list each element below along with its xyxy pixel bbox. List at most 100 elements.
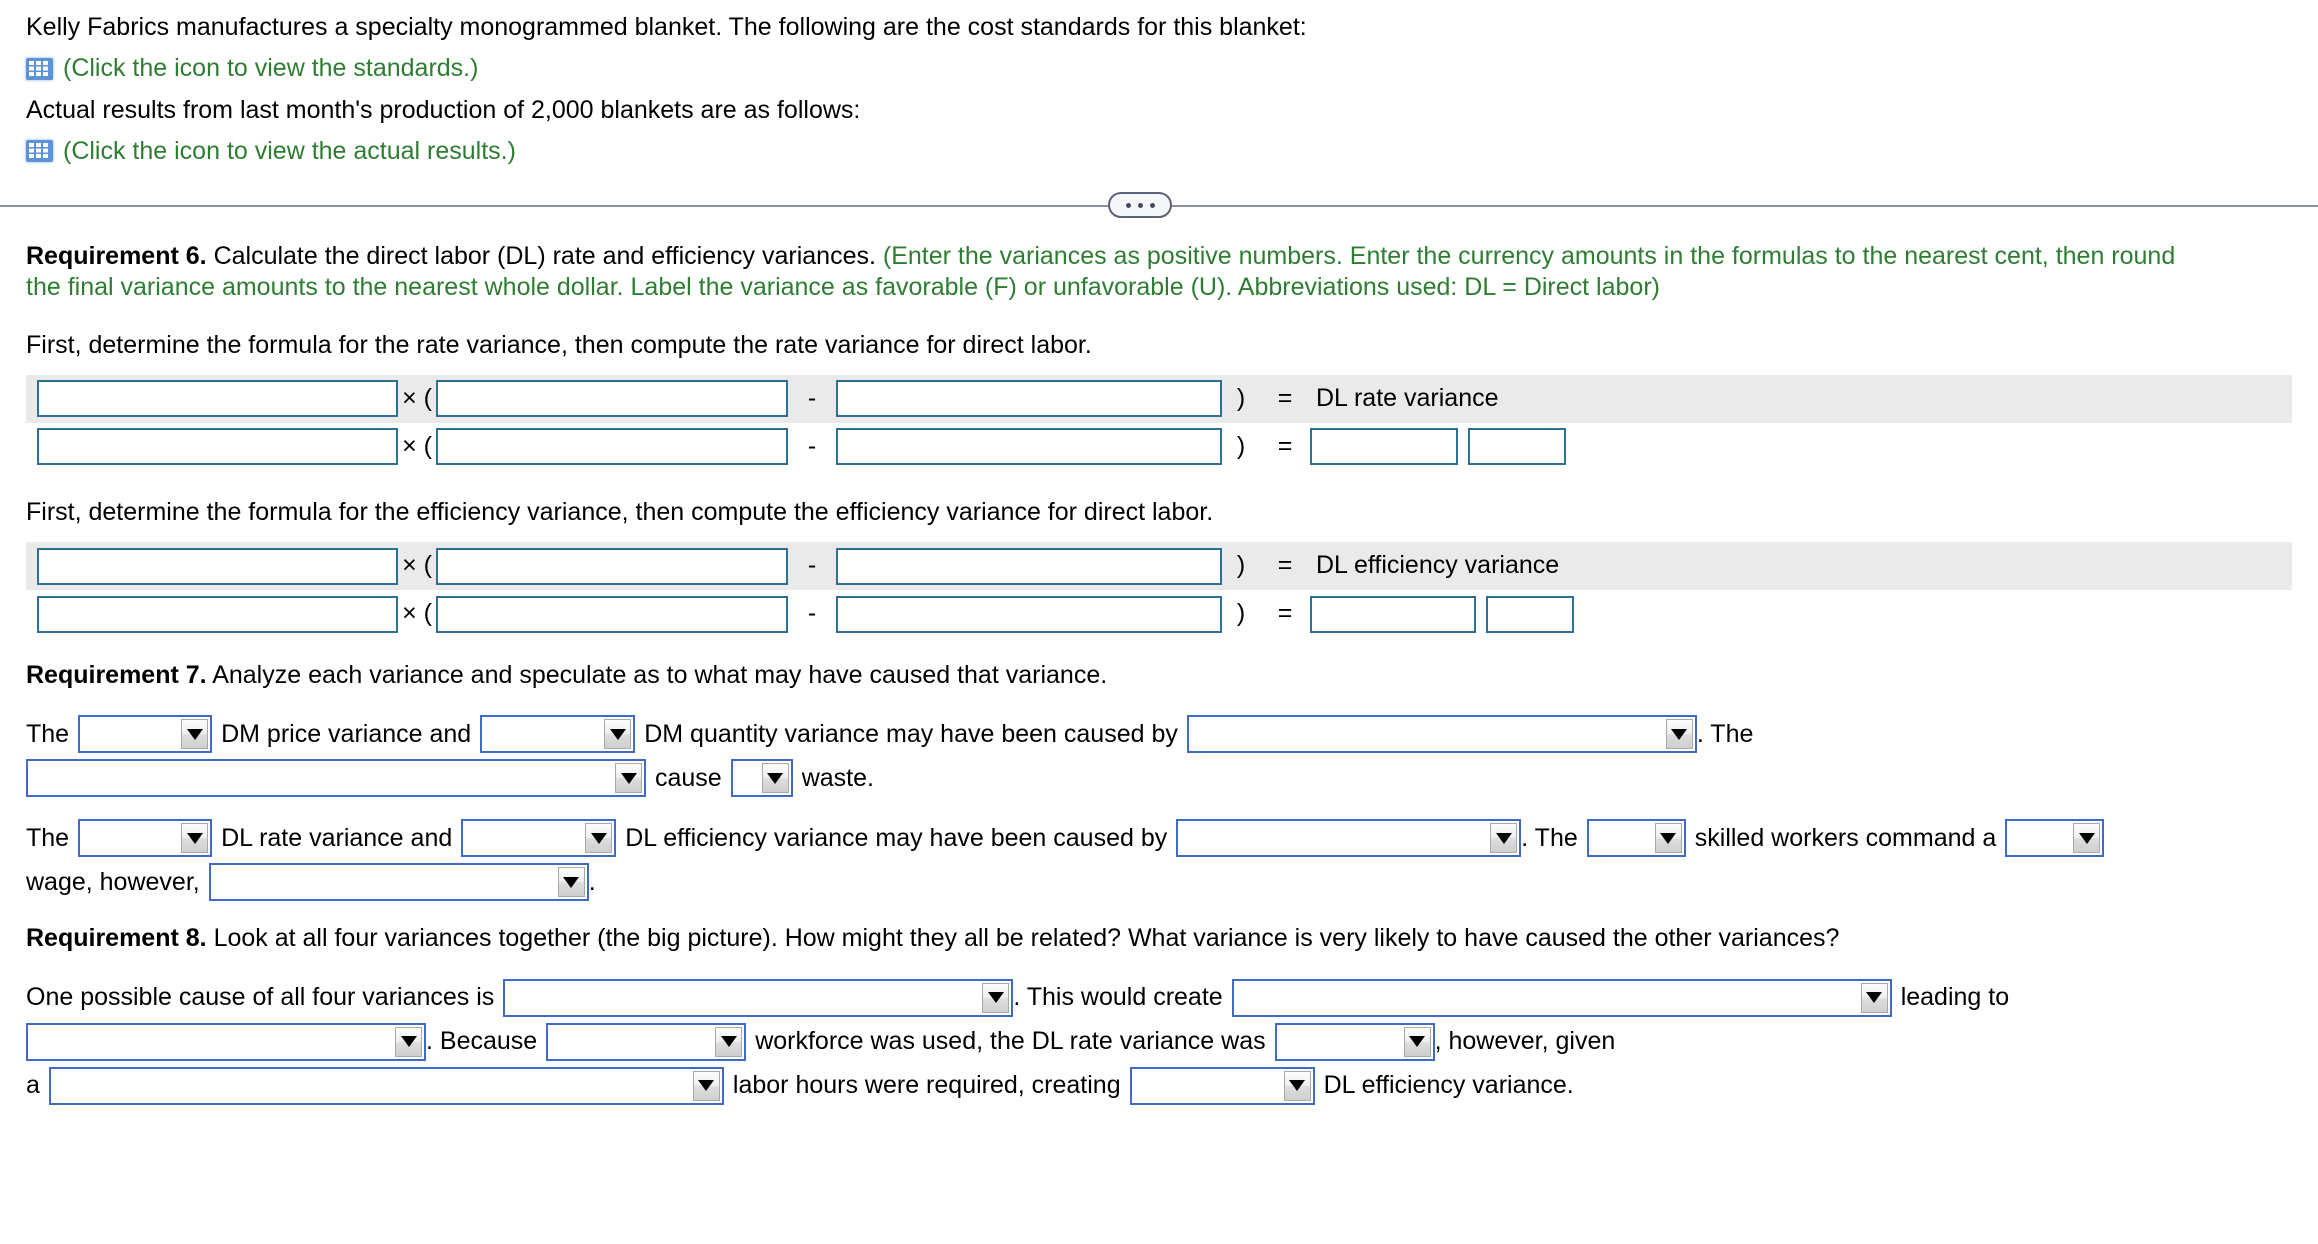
dl-rate-variance-value	[80, 821, 181, 855]
intro-section: Kelly Fabrics manufactures a specialty m…	[0, 0, 2318, 167]
req8-consequence-value	[28, 1025, 395, 1059]
dl-rate-variance-select[interactable]	[78, 819, 213, 858]
dl-efficiency-variance-fu-input[interactable]	[1486, 595, 1574, 633]
chevron-down-icon[interactable]	[715, 1026, 743, 1057]
dl-rate-formula-term2-input[interactable]	[836, 380, 1222, 418]
dl-rate-variance-formula-block: × ( - ) = DL rate variance × ( - ) =	[26, 374, 2292, 471]
requirement-6-instructions-line2: the final variance amounts to the neares…	[26, 273, 1660, 302]
req8-text-7: a	[26, 1070, 40, 1099]
expand-collapse-handle[interactable]	[1108, 192, 1172, 218]
requirement-6-label: Requirement 6.	[26, 242, 207, 270]
dl-efficiency-formula-factor-input[interactable]	[37, 547, 398, 585]
req8-text-3: leading to	[1900, 982, 2010, 1011]
dl-rate-compute-factor-input[interactable]	[37, 428, 398, 466]
dm-sentence-text-6: waste.	[801, 763, 874, 792]
chevron-down-icon[interactable]	[585, 823, 613, 854]
equals-operator: =	[1277, 551, 1293, 580]
chevron-down-icon[interactable]	[692, 1070, 720, 1101]
dl-skill-level-value	[1589, 821, 1655, 855]
requirement-8-heading: Requirement 8. Look at all four variance…	[26, 923, 2292, 954]
dl-sentence-text-3: DL efficiency variance may have been cau…	[625, 823, 1168, 852]
dl-wage-level-value	[2007, 821, 2073, 855]
req8-effect-select[interactable]	[1231, 978, 1892, 1017]
dl-efficiency-variance-select[interactable]	[461, 819, 617, 858]
table-icon[interactable]	[26, 140, 53, 163]
dl-rate-variance-fu-input[interactable]	[1468, 428, 1566, 466]
dm-price-variance-select[interactable]	[78, 715, 213, 754]
chevron-down-icon[interactable]	[1860, 982, 1888, 1013]
dl-cause-value	[1178, 821, 1490, 855]
chevron-down-icon[interactable]	[395, 1026, 422, 1057]
dl-rate-variance-amount-input[interactable]	[1310, 428, 1458, 466]
chevron-down-icon[interactable]	[1403, 1026, 1431, 1057]
req8-consequence-select[interactable]	[26, 1022, 426, 1061]
dl-efficiency-compute-factor-input[interactable]	[37, 595, 398, 633]
requirement-7-prompt: Analyze each variance and speculate as t…	[212, 661, 1108, 689]
dl-rate-compute-term1-input[interactable]	[436, 428, 788, 466]
chevron-down-icon[interactable]	[761, 763, 789, 794]
dm-cause-select[interactable]	[1186, 715, 1697, 754]
req8-dl-efficiency-outcome-select[interactable]	[1129, 1066, 1315, 1105]
req8-root-cause-select[interactable]	[503, 978, 1014, 1017]
view-standards-link[interactable]: (Click the icon to view the standards.)	[63, 54, 479, 83]
dl-sentence-text-7: .	[588, 867, 596, 896]
req8-dl-efficiency-outcome-value	[1132, 1069, 1284, 1103]
dm-price-variance-value	[80, 717, 181, 751]
dl-variance-sentence-line1: The DL rate variance and DL efficiency v…	[26, 819, 2292, 858]
dm-sentence-text-5: cause	[655, 763, 722, 792]
dm-sentence-text-2: DM price variance and	[221, 719, 472, 748]
dl-hours-outcome-select[interactable]	[208, 863, 589, 902]
req8-workforce-select[interactable]	[546, 1022, 747, 1061]
dl-efficiency-variance-amount-input[interactable]	[1310, 595, 1476, 633]
dl-rate-variance-label: DL rate variance	[1316, 384, 1499, 413]
standards-icon-line[interactable]: (Click the icon to view the standards.)	[26, 53, 2292, 84]
dl-efficiency-formula-term1-input[interactable]	[436, 547, 788, 585]
minus-operator: -	[807, 551, 817, 580]
dm-variance-sentence-line1: The DM price variance and DM quantity va…	[26, 715, 2292, 754]
chevron-down-icon[interactable]	[181, 823, 209, 854]
chevron-down-icon[interactable]	[181, 719, 209, 750]
table-icon[interactable]	[26, 57, 53, 80]
chevron-down-icon[interactable]	[1665, 719, 1693, 750]
req8-text-4: . Because	[426, 1026, 538, 1055]
close-paren: )	[1236, 599, 1246, 628]
dl-efficiency-compute-term2-input[interactable]	[836, 595, 1222, 633]
req8-text-5: workforce was used, the DL rate variance…	[755, 1026, 1266, 1055]
dl-skill-level-select[interactable]	[1586, 819, 1686, 858]
dm-material-select[interactable]	[26, 759, 646, 798]
view-actual-results-link[interactable]: (Click the icon to view the actual resul…	[63, 136, 516, 165]
req8-dl-rate-outcome-value	[1277, 1025, 1404, 1059]
chevron-down-icon[interactable]	[2073, 823, 2101, 854]
chevron-down-icon[interactable]	[1283, 1070, 1311, 1101]
dl-efficiency-formula-term2-input[interactable]	[836, 547, 1222, 585]
dl-rate-formula-term1-input[interactable]	[436, 380, 788, 418]
chevron-down-icon[interactable]	[982, 982, 1010, 1013]
requirement-8-prompt: Look at all four variances together (the…	[213, 924, 1840, 953]
chevron-down-icon[interactable]	[604, 719, 632, 750]
dl-cause-select[interactable]	[1176, 819, 1522, 858]
chevron-down-icon[interactable]	[615, 763, 642, 794]
req8-text-8: labor hours were required, creating	[732, 1070, 1121, 1099]
dm-waste-amount-select[interactable]	[730, 759, 793, 798]
dl-efficiency-compute-term1-input[interactable]	[436, 595, 788, 633]
equals-operator: =	[1277, 384, 1293, 413]
requirement-6-heading: Requirement 6. Calculate the direct labo…	[26, 241, 2292, 304]
req8-dl-rate-outcome-select[interactable]	[1274, 1022, 1435, 1061]
chevron-down-icon[interactable]	[1490, 823, 1518, 854]
dot-icon	[1149, 202, 1155, 208]
dl-sentence-text-2: DL rate variance and	[221, 823, 453, 852]
actual-results-icon-line[interactable]: (Click the icon to view the actual resul…	[26, 136, 2292, 167]
dl-rate-compute-term2-input[interactable]	[836, 428, 1222, 466]
chevron-down-icon[interactable]	[1654, 823, 1682, 854]
req8-sentence-line1: One possible cause of all four variances…	[26, 978, 2292, 1017]
dl-wage-level-select[interactable]	[2005, 819, 2105, 858]
close-paren: )	[1236, 384, 1246, 413]
section-divider	[0, 185, 2318, 225]
dl-efficiency-formula-row: × ( - ) = DL efficiency variance	[26, 542, 2292, 590]
req8-labor-hours-select[interactable]	[48, 1066, 724, 1105]
req8-text-6: , however, given	[1434, 1026, 1616, 1055]
dm-quantity-variance-select[interactable]	[480, 715, 636, 754]
dl-rate-formula-factor-input[interactable]	[37, 380, 398, 418]
equals-operator: =	[1277, 432, 1293, 461]
chevron-down-icon[interactable]	[557, 867, 585, 898]
